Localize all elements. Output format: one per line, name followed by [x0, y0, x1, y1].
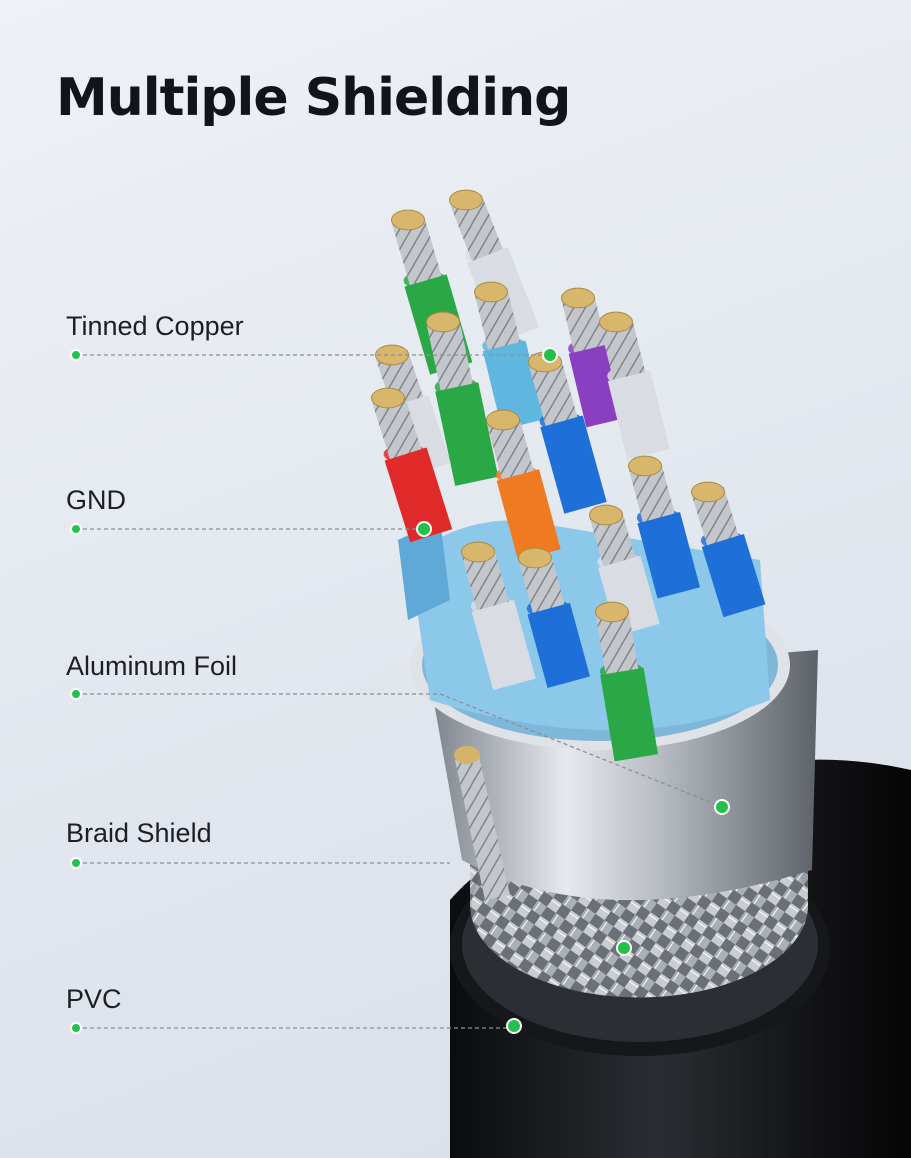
tinned-copper-strands	[561, 294, 607, 353]
wire-insulation	[527, 602, 590, 688]
label-aluminum-foil: Aluminum Foil	[66, 651, 238, 681]
dot-aluminum-foil-end	[714, 799, 730, 815]
label-tinned-copper: Tinned Copper	[66, 311, 244, 341]
dot-pvc-end	[506, 1018, 522, 1034]
tinned-copper-strands	[529, 357, 578, 426]
wire-insulation	[637, 512, 701, 599]
wire-insulation	[471, 600, 536, 691]
tinned-copper-strands	[595, 609, 639, 675]
tinned-copper-strands	[450, 194, 503, 261]
wire-insulation	[384, 447, 453, 543]
conductors	[371, 189, 766, 762]
copper-strand-tip	[449, 189, 483, 211]
dot-gnd-end	[416, 521, 432, 537]
copper-strand-tip	[486, 409, 520, 431]
dot-tinned-copper-end	[542, 347, 558, 363]
copper-strand-tip	[371, 387, 405, 409]
label-braid-shield: Braid Shield	[66, 818, 212, 848]
copper-strand-tip	[691, 481, 725, 503]
copper-strand-tip	[589, 504, 623, 526]
label-gnd: GND	[66, 485, 126, 515]
wire-insulation	[496, 469, 561, 561]
dot-braid-shield-start	[70, 857, 82, 869]
copper-strand-tip	[474, 281, 508, 303]
tinned-copper-strands	[462, 547, 509, 611]
dot-braid-shield-end	[616, 940, 632, 956]
drain-wire	[454, 746, 510, 900]
page-title: Multiple Shielding	[56, 68, 571, 128]
tinned-copper-strands	[474, 288, 521, 350]
label-pvc: PVC	[66, 984, 122, 1014]
dot-gnd-start	[70, 523, 82, 535]
wire-insulation	[701, 533, 766, 618]
callout-line-aluminum-foil	[76, 693, 721, 807]
tinned-copper-strands	[519, 553, 565, 613]
copper-strand-tip	[628, 455, 662, 477]
wire-insulation	[607, 370, 670, 460]
copper-strand-tip	[599, 311, 633, 333]
callout-dots	[70, 347, 730, 1034]
copper-strand-tip	[561, 287, 595, 309]
copper-strand-tip	[426, 311, 460, 333]
dot-aluminum-foil-start	[70, 688, 82, 700]
tinned-copper-strands	[599, 318, 646, 380]
copper-strand-tip	[595, 601, 629, 623]
tinned-copper-strands	[487, 415, 534, 480]
callout-lines	[76, 354, 721, 1029]
tinned-copper-strands	[372, 393, 422, 460]
dot-tinned-copper-start	[70, 349, 82, 361]
copper-strand-tip	[461, 541, 495, 563]
wire-insulation	[540, 415, 607, 514]
copper-strand-tip	[391, 209, 425, 231]
tinned-copper-strands	[392, 215, 442, 286]
copper-strand-tip	[518, 547, 552, 569]
wire-insulation	[435, 382, 499, 486]
tinned-copper-strands	[629, 461, 675, 522]
dot-pvc-start	[70, 1022, 82, 1034]
wire-insulation	[600, 667, 659, 762]
